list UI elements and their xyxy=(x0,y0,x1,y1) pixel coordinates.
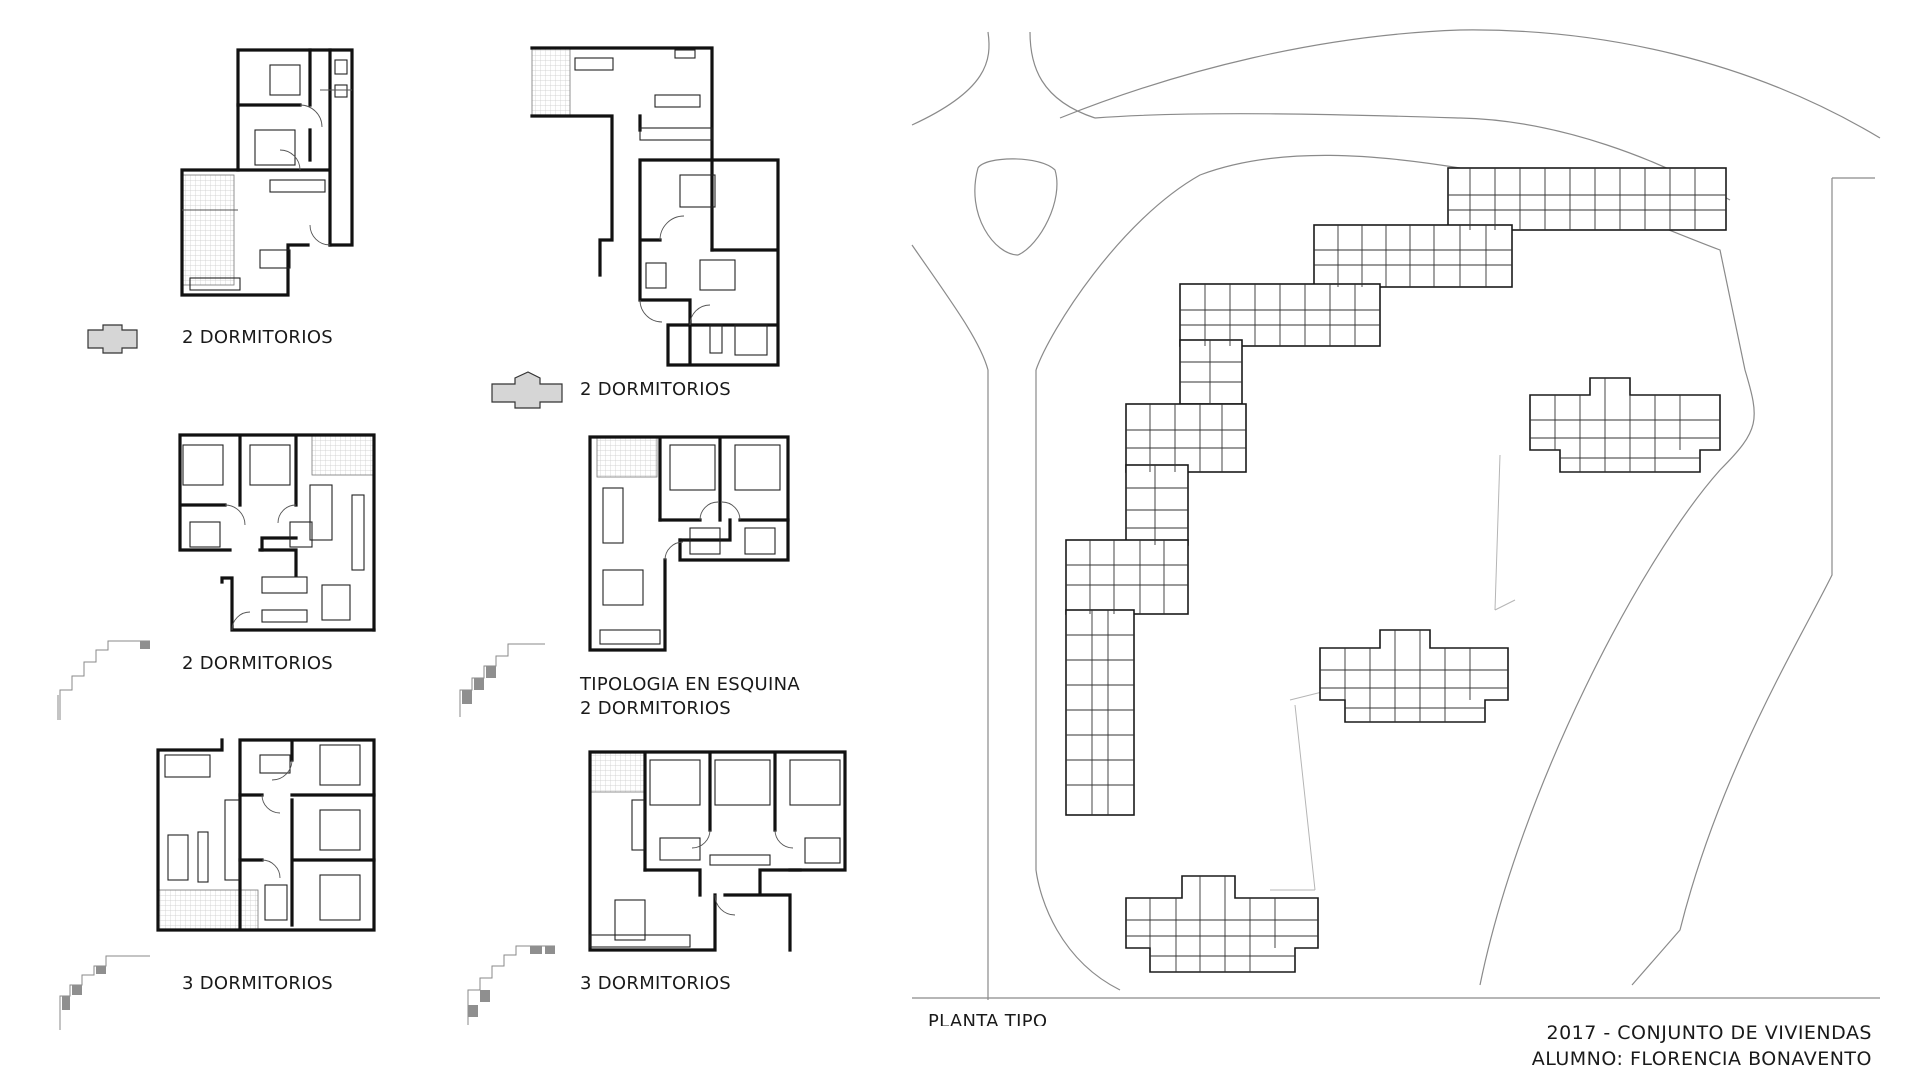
unit-key-icon-b xyxy=(491,371,563,409)
site-plan xyxy=(911,29,1881,1000)
unit-key-icon-a xyxy=(87,324,138,354)
unit-label-esquina-line1: TIPOLOGIA EN ESQUINA xyxy=(580,674,800,695)
unit-label-3-dormitorios-b: 3 DORMITORIOS xyxy=(580,973,732,994)
linear-housing-block xyxy=(1065,167,1727,816)
student-credit: ALUMNO: FLORENCIA BONAVENTO xyxy=(1531,1048,1872,1070)
unit-plan-2-dormitorios-a xyxy=(180,48,354,297)
unit-plan-2-dormitorios-c xyxy=(178,433,376,632)
site-plan-caption: PLANTA TIPO xyxy=(928,1011,1048,1026)
unit-label-2-dormitorios-c: 2 DORMITORIOS xyxy=(182,653,334,674)
unit-plan-2-dormitorios-b xyxy=(530,46,780,367)
project-title: 2017 - CONJUNTO DE VIVIENDAS xyxy=(1546,1022,1872,1044)
unit-key-icon-d xyxy=(459,643,545,717)
unit-label-2-dormitorios-b: 2 DORMITORIOS xyxy=(580,379,732,400)
unit-key-icon-f xyxy=(467,945,555,1025)
unit-label-2-dormitorios-a: 2 DORMITORIOS xyxy=(182,327,334,348)
unit-label-esquina-line2: 2 DORMITORIOS xyxy=(580,698,732,719)
unit-label-3-dormitorios-a: 3 DORMITORIOS xyxy=(182,973,334,994)
tower-block-2 xyxy=(1319,629,1509,723)
tower-block-3 xyxy=(1125,875,1319,973)
tower-block-1 xyxy=(1529,377,1721,473)
unit-key-icon-c xyxy=(57,640,150,720)
unit-plan-3-dormitorios-a xyxy=(156,738,376,932)
unit-key-icon-e xyxy=(59,955,150,1030)
unit-plan-esquina-2-dormitorios xyxy=(588,435,790,652)
unit-plan-3-dormitorios-b xyxy=(588,750,847,952)
